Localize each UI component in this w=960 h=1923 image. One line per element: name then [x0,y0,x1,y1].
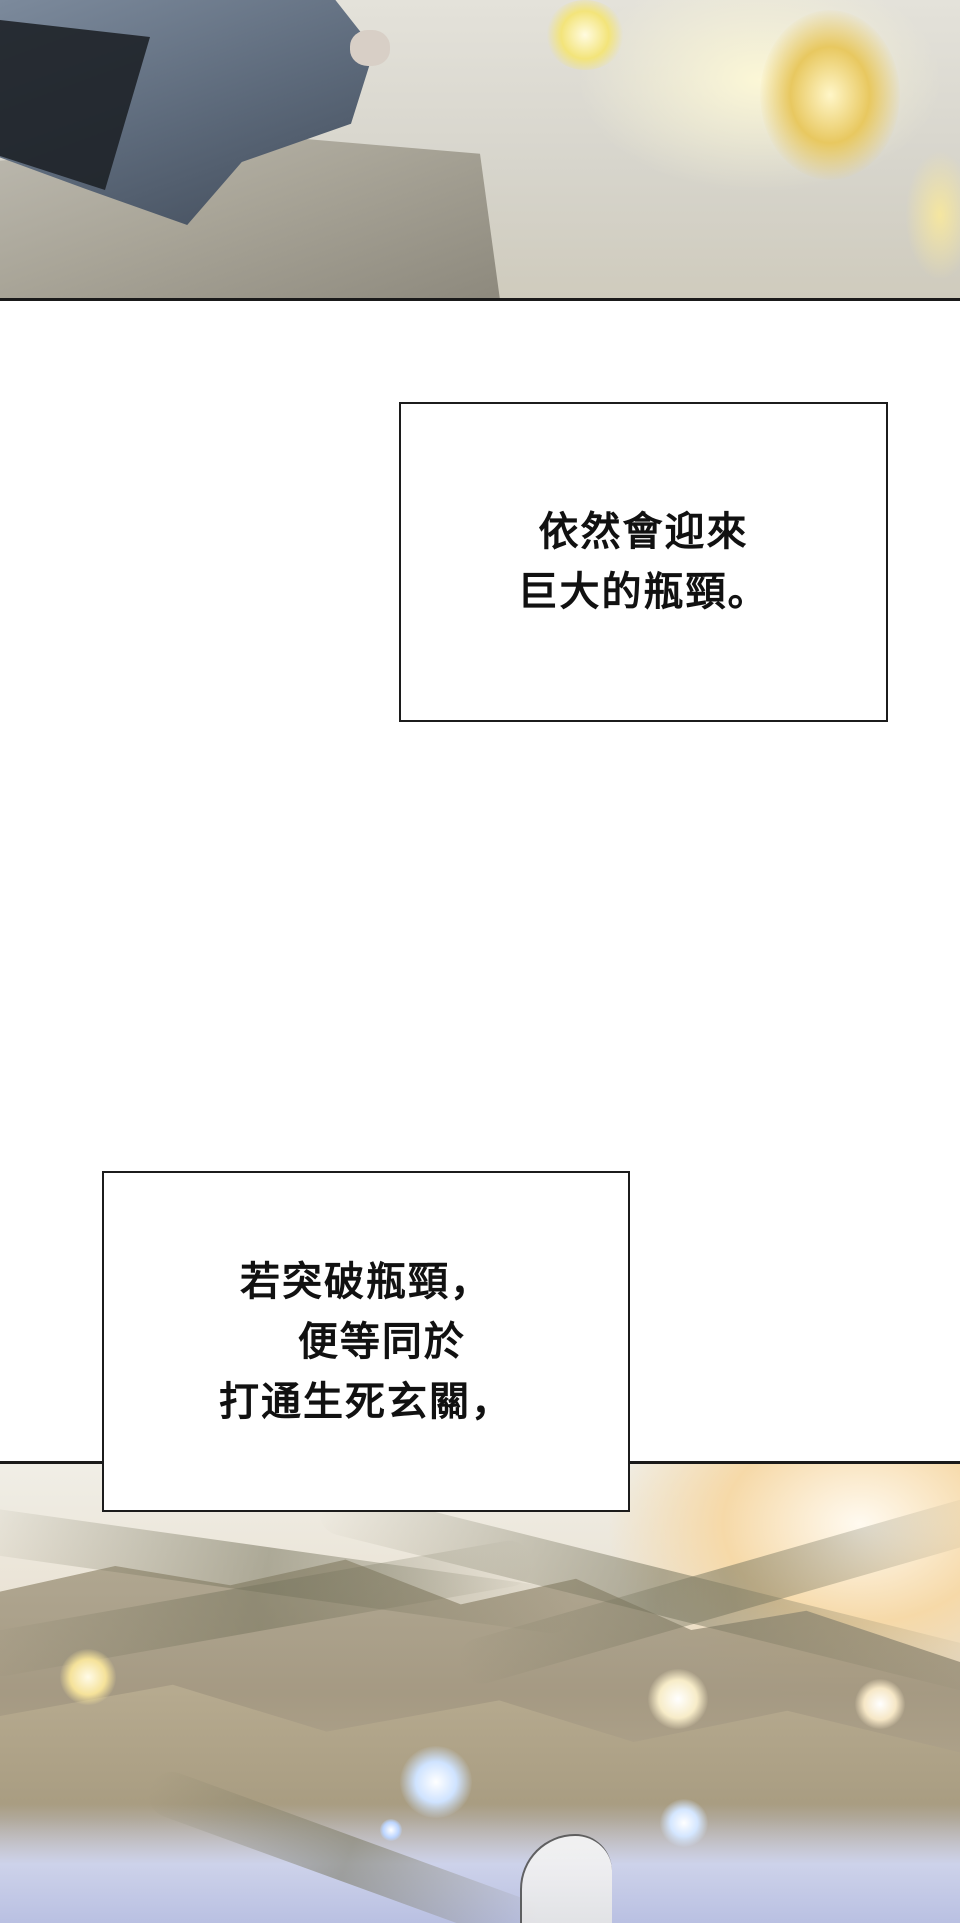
bottom-illustration-panel [0,1461,960,1923]
narration-line: 便等同於 [266,1317,466,1365]
light-orb [380,1819,402,1841]
light-orb [60,1649,116,1705]
light-orb [545,0,625,70]
light-orb [660,1799,708,1847]
narration-line: 巨大的瓶頸。 [517,568,770,615]
narration-line: 若突破瓶頸， [240,1257,492,1305]
narration-line: 打通生死玄關， [219,1377,513,1425]
top-illustration-panel [0,0,960,301]
light-orb [400,1746,472,1818]
narration-box-2: 若突破瓶頸， 便等同於 打通生死玄關， [102,1171,630,1512]
light-orb [760,10,900,180]
light-orb [648,1669,708,1729]
light-orb [855,1679,905,1729]
hand-illustration [350,30,390,66]
narration-line: 依然會迎來 [538,508,749,555]
narration-box-1: 依然會迎來 巨大的瓶頸。 [399,402,888,722]
light-orb [905,150,960,280]
